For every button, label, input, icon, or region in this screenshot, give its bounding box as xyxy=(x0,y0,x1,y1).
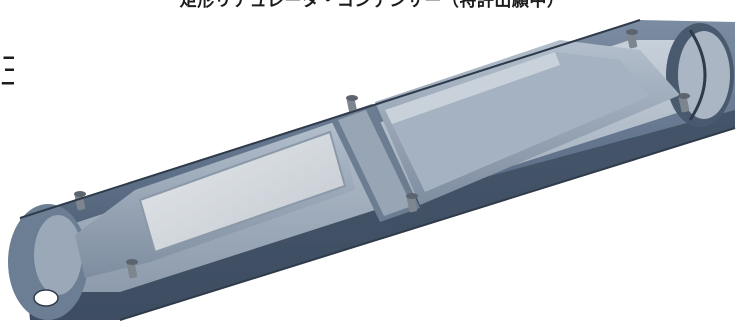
left-plate xyxy=(140,132,345,252)
screw-icon xyxy=(406,193,418,213)
mounting-hole xyxy=(34,290,58,306)
screw-icon xyxy=(126,259,138,279)
center-flange xyxy=(330,104,420,222)
figure-caption: 矩形リチュレータ・コンデンサー（特許出願中） xyxy=(179,0,565,11)
screw-icon xyxy=(678,93,690,113)
cropped-side-text: 王 xyxy=(0,55,14,89)
left-chamber xyxy=(75,120,355,278)
right-end-opening xyxy=(666,23,734,127)
screw-icon xyxy=(626,29,638,49)
left-end-face xyxy=(8,204,88,320)
screw-icon xyxy=(74,191,86,211)
screw-icons xyxy=(74,29,690,279)
